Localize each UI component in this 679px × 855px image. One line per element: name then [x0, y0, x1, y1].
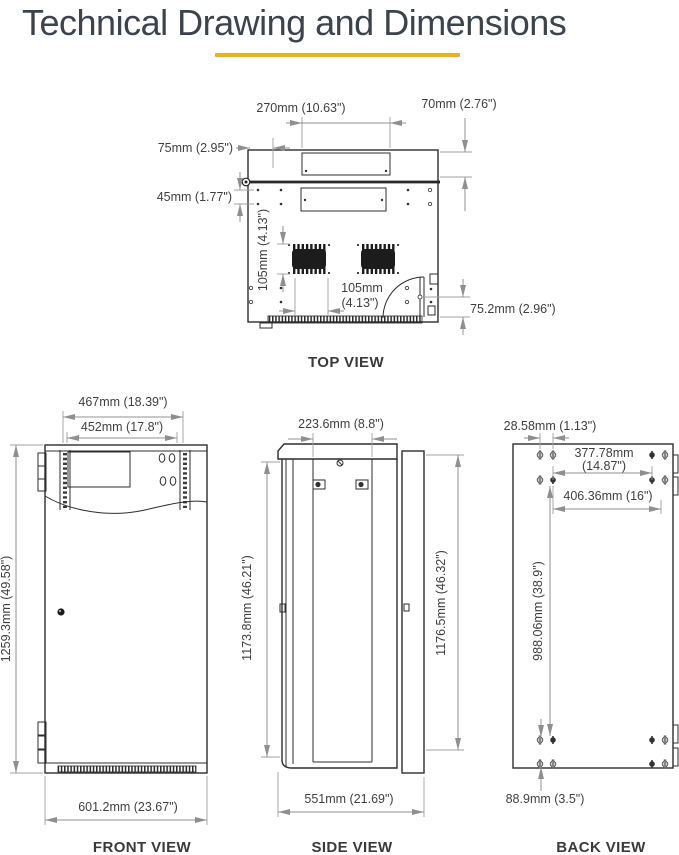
door-lock	[57, 608, 65, 616]
back-view-dimensions: 28.58mm (1.13") 377.78mm (14.87") 406.36…	[504, 419, 662, 806]
side-view-dimensions: 223.6mm (8.8") 1173.8mm (46.21") 1176.5m…	[240, 417, 464, 817]
dim-88-9mm: 88.9mm (3.5")	[506, 792, 585, 806]
dim-70mm: 70mm (2.76")	[421, 97, 496, 111]
front-view-caption: FRONT VIEW	[93, 839, 192, 855]
top-view-drawing: 270mm (10.63") 70mm (2.76") 75mm (2.95")…	[157, 97, 556, 371]
keyhole-slots	[536, 450, 669, 769]
dim-452mm: 452mm (17.8")	[81, 420, 163, 434]
break-line	[44, 495, 208, 514]
dim-1259-3mm: 1259.3mm (49.58")	[0, 556, 13, 663]
side-view-caption: SIDE VIEW	[311, 839, 393, 855]
cable-ovals	[158, 453, 177, 486]
top-view-caption: TOP VIEW	[308, 354, 384, 371]
fan-vent-left	[287, 243, 331, 275]
dim-105mm-vertical: 105mm (4.13")	[256, 209, 270, 291]
title-accent-underline	[215, 53, 460, 57]
dim-75-2mm: 75.2mm (2.96")	[470, 302, 556, 316]
back-view-drawing: 28.58mm (1.13") 377.78mm (14.87") 406.36…	[504, 419, 679, 855]
dim-270mm: 270mm (10.63")	[256, 101, 345, 115]
page-title: Technical Drawing and Dimensions	[22, 2, 567, 43]
dim-28-58mm: 28.58mm (1.13")	[504, 419, 597, 433]
dim-75mm: 75mm (2.95")	[158, 141, 233, 155]
corner-knob	[241, 177, 251, 187]
dim-105mm-width-line2: (4.13")	[341, 296, 378, 310]
dim-988-06mm: 988.06mm (38.9")	[531, 561, 545, 661]
door-swing	[382, 273, 439, 319]
dim-377-78mm-line1: 377.78mm	[574, 446, 633, 460]
back-view-caption: BACK VIEW	[556, 839, 646, 855]
front-view-dimensions: 467mm (18.39") 452mm (17.8") 1259.3mm (4…	[0, 395, 208, 825]
fan-vent-right	[356, 243, 400, 275]
dim-377-78mm-line2: (14.87")	[582, 459, 626, 473]
front-view-drawing: 467mm (18.39") 452mm (17.8") 1259.3mm (4…	[0, 395, 208, 855]
dim-406-36mm: 406.36mm (16")	[563, 489, 652, 503]
dim-45mm: 45mm (1.77")	[157, 190, 232, 204]
side-view-drawing: 223.6mm (8.8") 1173.8mm (46.21") 1176.5m…	[240, 417, 464, 855]
dim-467mm: 467mm (18.39")	[78, 395, 167, 409]
screw-holes	[248, 187, 433, 305]
dim-223-6mm: 223.6mm (8.8")	[298, 417, 384, 431]
rack-rails	[59, 450, 191, 510]
bracket-tabs	[672, 454, 679, 767]
top-view-dimensions: 270mm (10.63") 70mm (2.76") 75mm (2.95")…	[157, 97, 556, 335]
dim-105mm-width-line1: 105mm	[341, 281, 383, 295]
dim-601-2mm: 601.2mm (23.67")	[78, 800, 178, 814]
dim-1176-5mm: 1176.5mm (46.32")	[434, 550, 448, 656]
side-details	[279, 459, 410, 613]
foot	[259, 322, 273, 329]
dim-1173-8mm: 1173.8mm (46.21")	[240, 555, 254, 661]
top-vent-strip	[267, 315, 423, 324]
dim-551mm: 551mm (21.69")	[304, 792, 393, 806]
door-hinges	[37, 452, 47, 764]
front-vent-strip	[57, 765, 197, 773]
